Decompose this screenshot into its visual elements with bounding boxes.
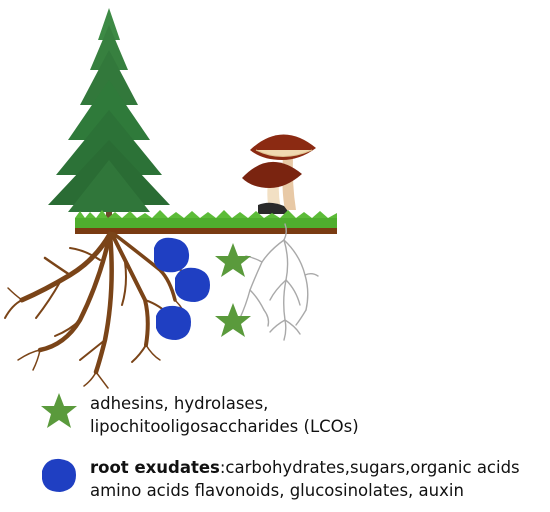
blue-blob-icon — [156, 305, 191, 340]
legend-blob-line2: amino acids flavonoids, glucosinolates, … — [90, 481, 464, 500]
root-exudate-blobs — [154, 237, 210, 340]
legend-blob-title: root exudates — [90, 458, 220, 477]
ground-strip — [75, 210, 337, 234]
mushroom-icon — [242, 134, 316, 214]
green-star-icon — [215, 303, 251, 337]
blue-blob-icon — [42, 458, 76, 492]
blue-blob-icon — [154, 237, 190, 273]
signal-stars — [215, 243, 251, 337]
legend-blob-line1: :carbohydrates,sugars,organic acids — [219, 458, 520, 477]
legend-item-signals: adhesins, hydrolases, lipochitooligosacc… — [40, 392, 359, 438]
blue-blob-icon — [175, 267, 210, 302]
legend-item-root-exudates: root exudates:carbohydrates,sugars,organ… — [40, 456, 520, 502]
green-star-icon — [41, 393, 77, 428]
legend-star-line1: adhesins, hydrolases, — [90, 394, 269, 413]
green-star-icon — [215, 243, 251, 277]
tree-icon — [48, 8, 170, 220]
legend-star-line2: lipochitooligosaccharides (LCOs) — [90, 417, 359, 436]
fungal-hyphae-icon — [229, 223, 319, 341]
